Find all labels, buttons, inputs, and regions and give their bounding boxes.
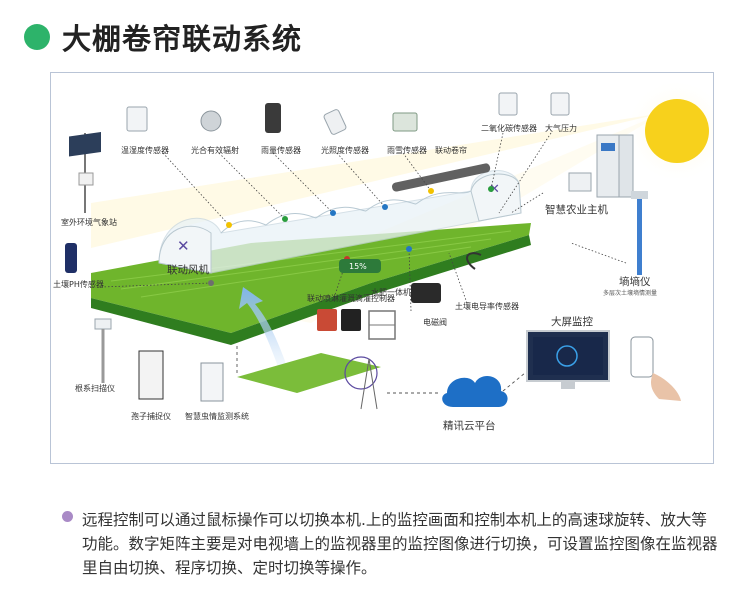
label-roller-shutter: 联动卷帘 (435, 145, 467, 155)
system-diagram: ✕ ✕ 联动风机 (50, 72, 714, 464)
label-moisture-meter: 墒墒仪 (619, 275, 651, 288)
label-smart-host: 智慧农业主机 (545, 203, 608, 216)
temp-humidity-sensor-icon (126, 106, 148, 132)
sunlight-ray (91, 113, 663, 248)
irrigation-controller-icon (341, 309, 361, 331)
label-co2: 二氧化碳传感器 (481, 123, 537, 133)
label-root-scanner: 根系扫描仪 (75, 383, 115, 393)
antenna-tower-icon (360, 358, 378, 410)
label-soil-conductivity: 土壤电导率传感器 (455, 301, 519, 311)
moisture-meter-head (631, 191, 648, 199)
label-par: 光合有效辐射 (191, 145, 239, 155)
pressure-sensor-icon (550, 92, 570, 116)
label-moisture-meter-sub: 多层次土壤墒情测量 (603, 289, 657, 297)
soil-conductivity-icon (466, 252, 482, 270)
weather-station-icon (69, 131, 101, 213)
label-temp-humidity: 温湿度传感器 (121, 145, 169, 155)
pest-monitor-icon (200, 362, 224, 402)
big-screen-monitor-icon (526, 330, 610, 389)
label-rain-snow: 雨雪传感器 (387, 145, 427, 155)
label-water-fertilizer: 水肥一体机 (371, 287, 411, 297)
smart-host-icon (568, 134, 634, 198)
label-solenoid-valve: 电磁阀 (423, 317, 447, 327)
roller-shutter-icon (392, 163, 491, 192)
label-weather-station: 室外环境气象站 (61, 217, 117, 227)
sun-icon (645, 99, 709, 163)
greenhouse-tunnel (158, 170, 522, 274)
field-ground (91, 223, 531, 333)
field-rows (110, 230, 512, 298)
moisture-meter-icon (637, 197, 642, 275)
caption-text: 远程控制可以通过鼠标操作可以切换本机.上的监控画面和控制本机上的高速球旋转、放大… (82, 511, 718, 577)
soil-ph-sensor-icon (65, 243, 77, 273)
label-cloud: 精讯云平台 (443, 419, 496, 432)
water-fertilizer-machine-icon (368, 310, 396, 340)
rain-snow-sensor-icon (392, 112, 418, 132)
par-sensor-icon (200, 110, 222, 132)
mini-field (237, 353, 381, 393)
sensor-points (208, 186, 494, 286)
irrigation-controller-icon (317, 309, 337, 331)
label-linkage-fan: 联动风机 (167, 263, 209, 276)
data-links (236, 343, 526, 394)
fan-icon: ✕ (177, 237, 190, 255)
page-title: 大棚卷帘联动系统 (62, 22, 303, 56)
percent-value: 15% (349, 262, 367, 271)
cloud-platform-icon (442, 376, 508, 407)
spore-trap-icon (138, 350, 164, 400)
hand-icon (651, 373, 681, 401)
label-big-screen: 大屏监控 (551, 315, 593, 328)
label-light: 光照度传感器 (321, 145, 369, 155)
header: 大棚卷帘联动系统 (0, 0, 750, 70)
label-rain-gauge: 雨量传感器 (261, 145, 301, 155)
fan-icon: ✕ (489, 182, 500, 197)
label-spore-trap: 孢子捕捉仪 (131, 411, 171, 421)
root-scanner-icon (94, 318, 112, 383)
signal-ring (344, 356, 378, 390)
solenoid-valve-icon (411, 283, 441, 303)
rain-gauge-icon (265, 103, 281, 133)
light-sensor-icon (323, 109, 347, 135)
label-pest-monitor: 智慧虫情监测系统 (185, 411, 249, 421)
caption-bullet-icon (62, 511, 73, 522)
label-irrigation: 联动喷淋灌溉滴灌控制器 (307, 293, 395, 303)
diagram-canvas: ✕ ✕ 联动风机 (53, 79, 713, 432)
title-bullet-icon (24, 24, 50, 50)
label-soil-ph: 土壤PH传感器 (53, 279, 104, 289)
co2-sensor-icon (498, 92, 518, 116)
percent-badge (339, 259, 381, 273)
leader-lines (100, 132, 627, 312)
label-pressure: 大气压力 (545, 123, 577, 133)
mobile-phone-icon (630, 336, 654, 378)
